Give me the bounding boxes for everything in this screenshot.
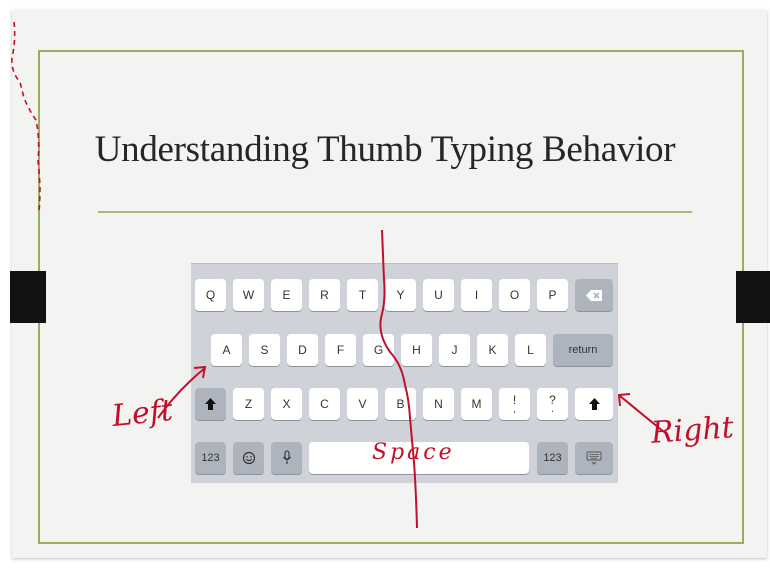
- microphone-key[interactable]: [271, 442, 302, 474]
- key-question-period[interactable]: ? .: [537, 388, 568, 420]
- key-k[interactable]: K: [477, 334, 508, 366]
- left-annotation: Left: [110, 392, 175, 435]
- shift-key-right[interactable]: [575, 388, 613, 420]
- title-divider: [98, 211, 692, 213]
- return-key[interactable]: return: [553, 334, 613, 366]
- key-t[interactable]: T: [347, 279, 378, 311]
- key-l[interactable]: L: [515, 334, 546, 366]
- right-edge-tab: [736, 271, 770, 323]
- shift-arrow-icon: [205, 398, 216, 410]
- keyboard-hide-icon: [586, 451, 602, 465]
- key-w[interactable]: W: [233, 279, 264, 311]
- left-edge-tab: [10, 271, 46, 323]
- key-h[interactable]: H: [401, 334, 432, 366]
- emoji-key[interactable]: [233, 442, 264, 474]
- key-u[interactable]: U: [423, 279, 454, 311]
- key-n[interactable]: N: [423, 388, 454, 420]
- backspace-key[interactable]: [575, 279, 613, 311]
- key-r[interactable]: R: [309, 279, 340, 311]
- key-punct-top: !: [512, 392, 517, 407]
- key-q[interactable]: Q: [195, 279, 226, 311]
- key-punct-bottom: ,: [513, 403, 516, 415]
- slide-title: Understanding Thumb Typing Behavior: [94, 129, 676, 170]
- key-a[interactable]: A: [211, 334, 242, 366]
- microphone-icon: [282, 450, 291, 464]
- key-p[interactable]: P: [537, 279, 568, 311]
- key-z[interactable]: Z: [233, 388, 264, 420]
- emoji-icon: [242, 451, 255, 465]
- key-punct-bottom: .: [551, 403, 554, 415]
- key-d[interactable]: D: [287, 334, 318, 366]
- right-annotation: Right: [649, 410, 735, 451]
- numbers-key-left[interactable]: 123: [195, 442, 226, 474]
- key-i[interactable]: I: [461, 279, 492, 311]
- space-key[interactable]: [309, 442, 529, 474]
- backspace-icon: [586, 289, 602, 301]
- hide-keyboard-key[interactable]: [575, 442, 613, 474]
- shift-arrow-icon: [588, 398, 600, 410]
- key-exclamation-comma[interactable]: ! ,: [499, 388, 530, 420]
- numbers-key-right[interactable]: 123: [537, 442, 568, 474]
- shift-key-left[interactable]: [195, 388, 226, 420]
- key-e[interactable]: E: [271, 279, 302, 311]
- key-v[interactable]: V: [347, 388, 378, 420]
- key-f[interactable]: F: [325, 334, 356, 366]
- key-y[interactable]: Y: [385, 279, 416, 311]
- key-g[interactable]: G: [363, 334, 394, 366]
- key-punct-top: ?: [549, 392, 556, 407]
- key-c[interactable]: C: [309, 388, 340, 420]
- key-s[interactable]: S: [249, 334, 280, 366]
- key-x[interactable]: X: [271, 388, 302, 420]
- dashed-pen-stroke: [11, 21, 41, 213]
- key-b[interactable]: B: [385, 388, 416, 420]
- space-annotation: Space: [372, 440, 455, 465]
- key-o[interactable]: O: [499, 279, 530, 311]
- key-m[interactable]: M: [461, 388, 492, 420]
- key-j[interactable]: J: [439, 334, 470, 366]
